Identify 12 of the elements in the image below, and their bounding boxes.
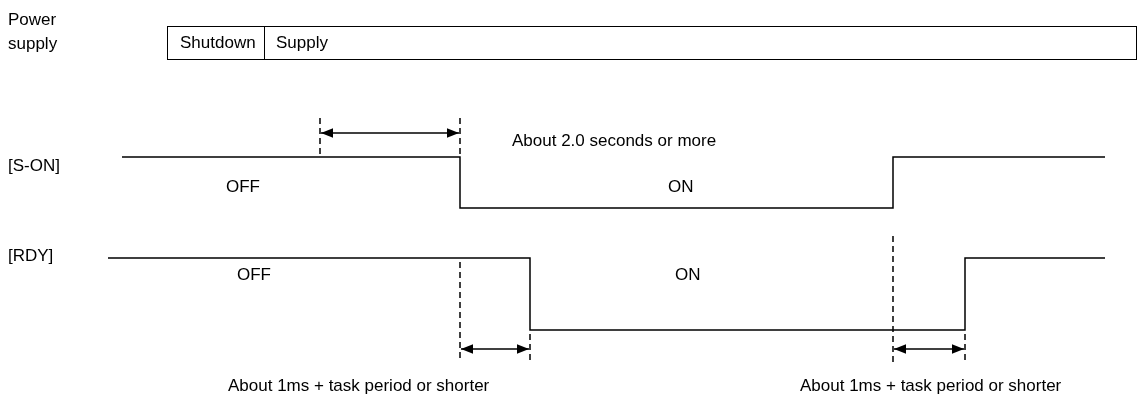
state-box: Supply bbox=[264, 26, 1137, 60]
signal-label: [S-ON] bbox=[8, 155, 60, 176]
state-label: ON bbox=[675, 264, 701, 285]
state-box: Shutdown bbox=[167, 26, 265, 60]
state-label: OFF bbox=[237, 264, 271, 285]
dimension-label: About 1ms + task period or shorter bbox=[228, 375, 490, 396]
signal-label: Power supply bbox=[8, 9, 59, 55]
signal-label: [RDY] bbox=[8, 245, 54, 266]
dimension-label: About 2.0 seconds or more bbox=[512, 130, 717, 151]
dimension-label: About 1ms + task period or shorter bbox=[800, 375, 1062, 396]
state-label: ON bbox=[668, 176, 694, 197]
state-label: OFF bbox=[226, 176, 260, 197]
